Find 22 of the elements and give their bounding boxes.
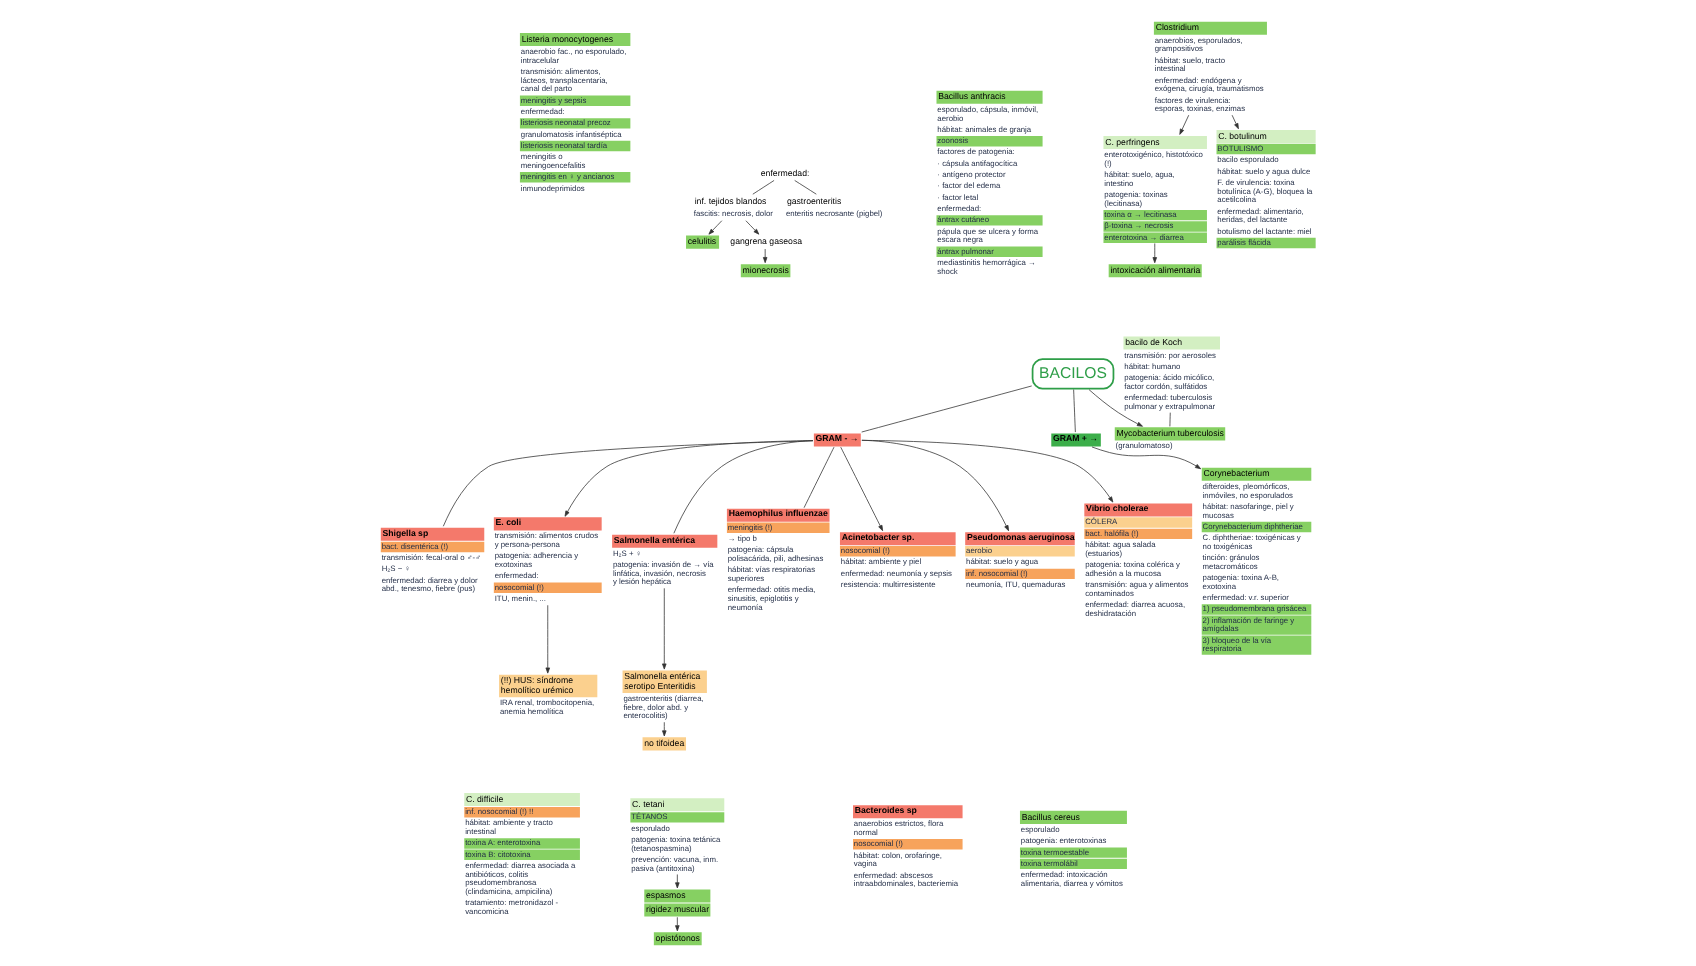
arrow [840, 446, 884, 532]
arrow [861, 440, 1114, 503]
node-box: BACILOS [1031, 358, 1115, 390]
arrow [545, 604, 550, 674]
connector [861, 385, 1033, 433]
connector [673, 440, 814, 534]
arrow [745, 220, 760, 235]
arrow [1231, 114, 1239, 130]
arrow [662, 721, 667, 737]
arrow [1152, 243, 1157, 264]
arrow [708, 220, 723, 235]
connector [794, 180, 817, 195]
connector [1073, 389, 1076, 433]
arrow [1179, 114, 1190, 135]
connector [1169, 412, 1171, 427]
arrow [1091, 446, 1202, 470]
arrow [662, 587, 667, 670]
arrow [762, 248, 768, 264]
arrow [675, 874, 680, 889]
connector [752, 180, 775, 195]
arrow [1088, 389, 1143, 427]
arrow [675, 916, 680, 932]
